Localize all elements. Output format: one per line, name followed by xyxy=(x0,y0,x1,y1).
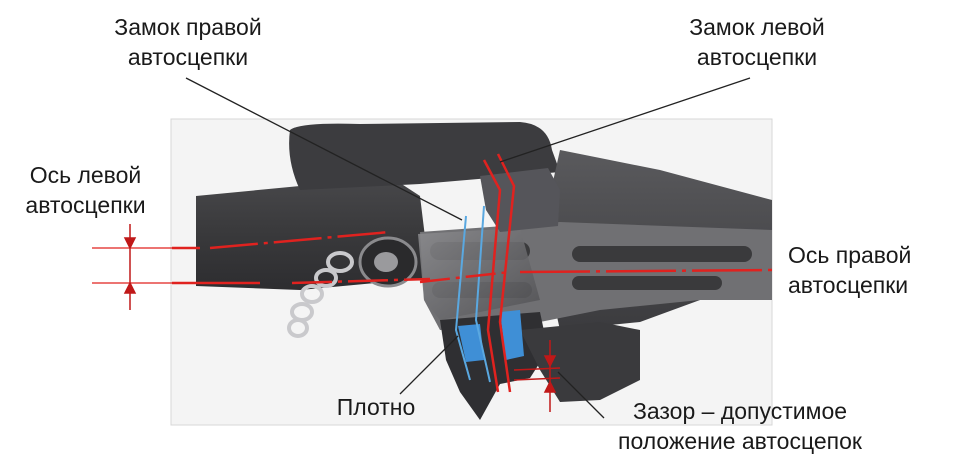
label-tight-text: Плотно xyxy=(336,394,416,420)
label-left-coupler-lock-line2: автосцепки xyxy=(696,44,818,70)
axis-offset-dimension xyxy=(123,224,137,310)
label-right-coupler-axis-line2: автосцепки xyxy=(788,272,909,298)
axis-extension-lines xyxy=(92,247,172,284)
lock-blue-fill-right xyxy=(500,310,524,360)
label-right-coupler-axis: Ось правой автосцепки xyxy=(788,240,948,300)
label-gap-line2: положение автосцепок xyxy=(618,428,862,454)
lock-housing xyxy=(480,168,560,232)
lock-blue-fill-left xyxy=(458,324,484,362)
chain-hook xyxy=(358,236,418,288)
head-slot-upper xyxy=(572,246,752,262)
label-tight: Плотно xyxy=(326,392,426,422)
gap-dimension xyxy=(513,340,561,412)
label-left-coupler-axis-line1: Ось левой xyxy=(29,162,142,188)
label-left-coupler-axis-line2: автосцепки xyxy=(25,192,146,218)
leader-lines xyxy=(185,77,751,419)
label-gap: Зазор – допустимое положение автосцепок xyxy=(592,396,888,456)
left-coupler-axis xyxy=(172,230,431,285)
label-right-coupler-lock: Замок правой автосцепки xyxy=(88,12,288,72)
label-right-coupler-lock-line2: автосцепки xyxy=(127,44,249,70)
label-left-coupler-axis: Ось левой автосцепки xyxy=(8,160,163,220)
label-gap-line1: Зазор – допустимое xyxy=(632,398,848,424)
coupling-chain xyxy=(287,251,354,338)
label-left-coupler-lock-line1: Замок левой xyxy=(689,14,825,40)
label-left-coupler-lock: Замок левой автосцепки xyxy=(662,12,852,72)
label-right-coupler-lock-line1: Замок правой xyxy=(114,14,262,40)
head-slot-lower xyxy=(572,276,722,290)
right-lock-outline xyxy=(454,205,491,383)
label-right-coupler-axis-line1: Ось правой xyxy=(788,242,912,268)
left-lock-outline xyxy=(482,153,516,393)
right-coupler-axis xyxy=(419,268,773,284)
